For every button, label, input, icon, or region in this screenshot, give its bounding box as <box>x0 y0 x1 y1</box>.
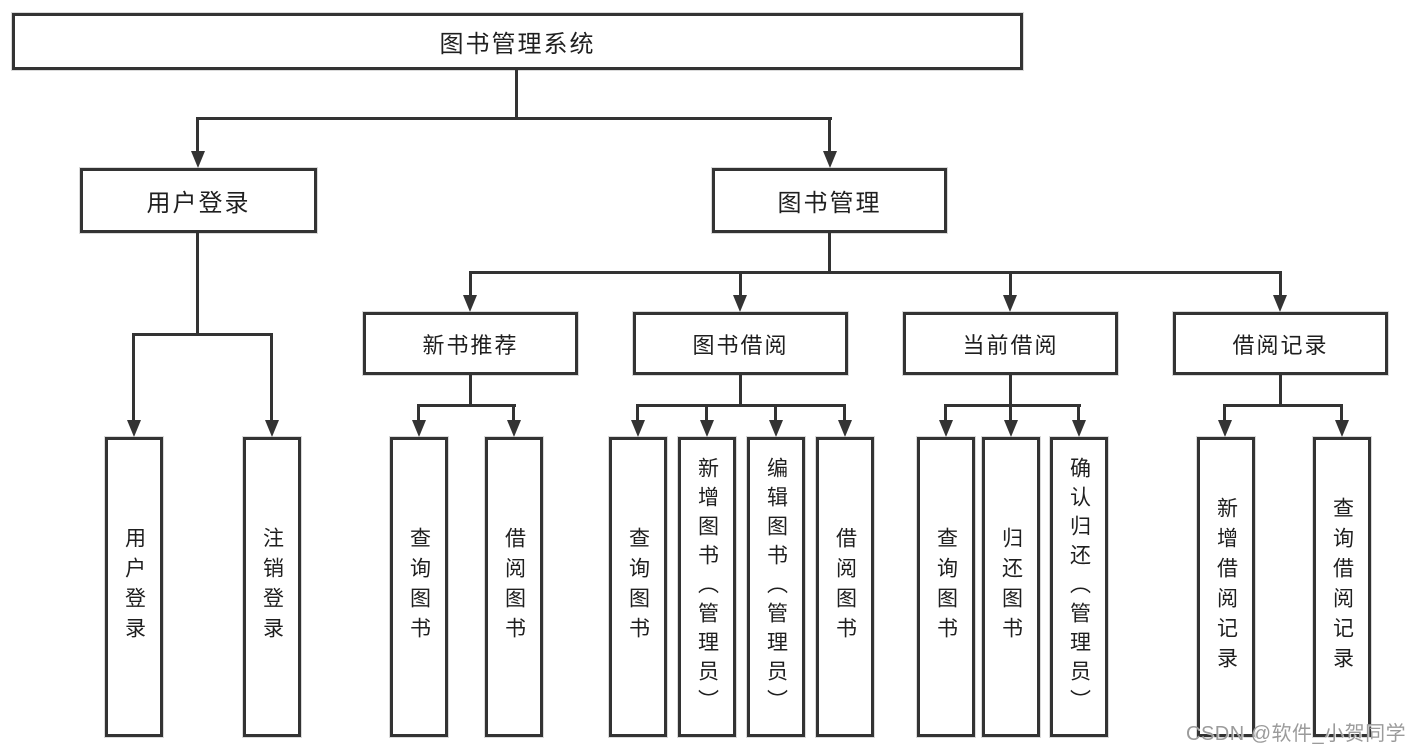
leaf-br-add-record: 新增借阅记录 <box>1197 437 1255 737</box>
leaf-cb-query-books-label: 查询图书 <box>934 527 958 647</box>
leaf-br-query-record-label: 查询借阅记录 <box>1330 497 1354 677</box>
connector-userlogin-shaft <box>196 119 199 155</box>
connector-level3-bar <box>469 271 1282 274</box>
connector-groupB-bar <box>417 404 516 407</box>
leaf-bb-query-books: 查询图书 <box>609 437 667 737</box>
node-user-login-label: 用户登录 <box>146 190 251 217</box>
connector-userlogin-bar <box>132 333 273 336</box>
leaf-cb-return-books: 归还图书 <box>982 437 1040 737</box>
node-new-book-recommend: 新书推荐 <box>363 312 578 375</box>
connector-groupE2-shaft <box>1340 406 1343 423</box>
arrowhead-userlogin <box>191 151 205 168</box>
node-book-borrow-label: 图书借阅 <box>692 332 789 358</box>
arrowhead-groupC1 <box>631 420 645 437</box>
leaf-nb-query-books-label: 查询图书 <box>407 527 431 647</box>
node-current-borrow-label: 当前借阅 <box>962 332 1059 358</box>
connector-loginleaf-shaft <box>132 335 135 423</box>
connector-groupD-stub <box>1009 375 1012 406</box>
leaf-cb-return-books-label: 归还图书 <box>999 527 1023 647</box>
leaf-bb-edit-books: 编辑图书（管理员） <box>747 437 805 737</box>
arrowhead-groupE2 <box>1335 420 1349 437</box>
node-borrow-records: 借阅记录 <box>1173 312 1388 375</box>
connector-groupC4-shaft <box>843 406 846 423</box>
arrowhead-logout <box>265 420 279 437</box>
node-root-system: 图书管理系统 <box>12 13 1023 70</box>
connector-logout-shaft <box>270 335 273 423</box>
leaf-bb-add-books-label: 新增图书（管理员） <box>695 456 719 718</box>
arrowhead-groupC3 <box>769 420 783 437</box>
connector-groupC1-shaft <box>636 406 639 423</box>
leaf-br-add-record-label: 新增借阅记录 <box>1214 497 1238 677</box>
leaf-bb-query-books-label: 查询图书 <box>626 527 650 647</box>
leaf-bb-borrow-books: 借阅图书 <box>816 437 874 737</box>
connector-bookborrow-shaft <box>739 273 742 298</box>
connector-groupC-bar <box>636 404 846 407</box>
node-current-borrow: 当前借阅 <box>903 312 1118 375</box>
connector-userlogin-stub <box>196 233 199 335</box>
arrowhead-groupC2 <box>700 420 714 437</box>
arrowhead-groupE1 <box>1218 420 1232 437</box>
arrowhead-borrowrecords <box>1273 295 1287 312</box>
arrowhead-currentborrow <box>1003 295 1017 312</box>
arrowhead-groupD3 <box>1072 420 1086 437</box>
connector-groupD2-shaft <box>1009 406 1012 423</box>
node-borrow-records-label: 借阅记录 <box>1232 332 1329 358</box>
connector-groupC2-shaft <box>705 406 708 423</box>
leaf-bb-add-books: 新增图书（管理员） <box>678 437 736 737</box>
connector-groupD1-shaft <box>944 406 947 423</box>
connector-groupE-bar <box>1223 404 1343 407</box>
connector-groupE1-shaft <box>1223 406 1226 423</box>
connector-currentborrow-shaft <box>1009 273 1012 298</box>
connector-groupC3-shaft <box>774 406 777 423</box>
connector-groupB2-shaft <box>512 406 515 423</box>
connector-bookmgmt-stub <box>828 233 831 273</box>
arrowhead-bookmgmt <box>823 151 837 168</box>
connector-root-stub <box>515 70 518 119</box>
leaf-user-login: 用户登录 <box>105 437 163 737</box>
leaf-user-login-label: 用户登录 <box>122 527 146 647</box>
arrowhead-bookborrow <box>733 295 747 312</box>
arrowhead-groupD2 <box>1004 420 1018 437</box>
node-user-login: 用户登录 <box>80 168 317 233</box>
arrowhead-groupB2 <box>507 420 521 437</box>
leaf-logout: 注销登录 <box>243 437 301 737</box>
connector-bookmgmt-shaft <box>828 119 831 155</box>
leaf-bb-edit-books-label: 编辑图书（管理员） <box>764 456 788 718</box>
connector-groupB-stub <box>469 375 472 406</box>
arrowhead-newbook <box>463 295 477 312</box>
connector-groupD-bar <box>944 404 1081 407</box>
leaf-bb-borrow-books-label: 借阅图书 <box>833 527 857 647</box>
leaf-nb-query-books: 查询图书 <box>390 437 448 737</box>
node-new-book-recommend-label: 新书推荐 <box>422 332 519 358</box>
leaf-nb-borrow-books: 借阅图书 <box>485 437 543 737</box>
arrowhead-groupC4 <box>838 420 852 437</box>
leaf-logout-label: 注销登录 <box>260 527 284 647</box>
leaf-br-query-record: 查询借阅记录 <box>1313 437 1371 737</box>
leaf-cb-query-books: 查询图书 <box>917 437 975 737</box>
connector-newbook-shaft <box>469 273 472 298</box>
node-book-management-label: 图书管理 <box>777 190 882 217</box>
leaf-cb-confirm-return: 确认归还（管理员） <box>1050 437 1108 737</box>
node-book-borrow: 图书借阅 <box>633 312 848 375</box>
arrowhead-groupB1 <box>412 420 426 437</box>
node-root-label: 图书管理系统 <box>439 31 596 58</box>
connector-groupE-stub <box>1279 375 1282 406</box>
arrowhead-groupD1 <box>939 420 953 437</box>
arrowhead-loginleaf <box>127 420 141 437</box>
csdn-watermark: CSDN @软件_小贺同学 <box>1186 723 1405 745</box>
connector-groupC-stub <box>739 375 742 406</box>
node-book-management: 图书管理 <box>712 168 947 233</box>
connector-borrowrecords-shaft <box>1279 273 1282 298</box>
leaf-cb-confirm-return-label: 确认归还（管理员） <box>1067 456 1091 718</box>
leaf-nb-borrow-books-label: 借阅图书 <box>502 527 526 647</box>
connector-groupD3-shaft <box>1077 406 1080 423</box>
connector-root-bar <box>196 117 832 120</box>
connector-groupB1-shaft <box>417 406 420 423</box>
